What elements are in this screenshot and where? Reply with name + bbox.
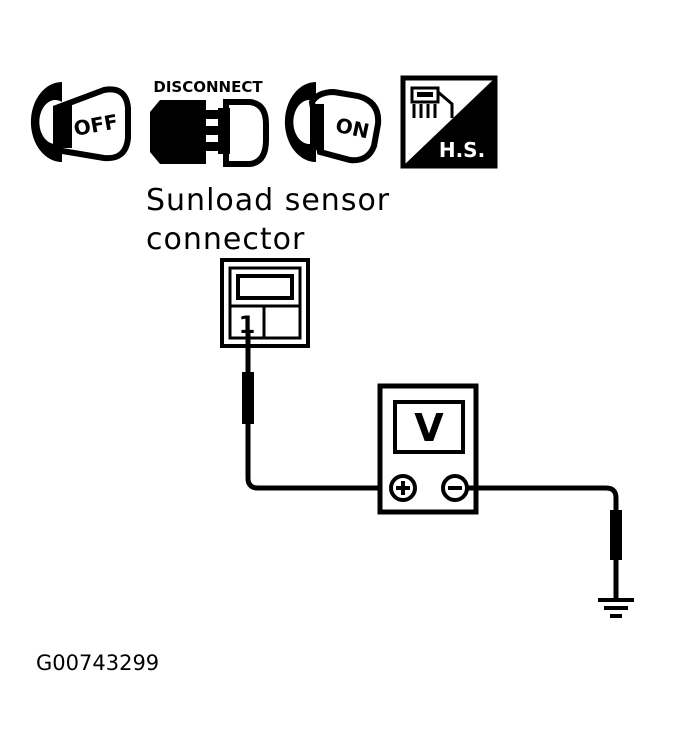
connector-caption-line1: Sunload sensor [146, 183, 390, 218]
positive-probe-lead [242, 330, 392, 491]
ignition-off-icon: OFF [30, 82, 131, 162]
negative-terminal-icon [441, 474, 469, 502]
harness-side-label: H.S. [439, 138, 485, 162]
sunload-sensor-connector: 1 [220, 258, 310, 348]
positive-terminal-icon [389, 474, 417, 502]
voltmeter: V [377, 383, 479, 515]
connector-caption-line2: connector [146, 222, 305, 257]
disconnect-connector-icon: DISCONNECT [150, 78, 269, 167]
voltmeter-unit-label: V [414, 406, 444, 450]
harness-connector-icon [410, 86, 454, 118]
ground-icon [598, 598, 634, 618]
terminal-1-label: 1 [239, 311, 256, 339]
disconnect-label: DISCONNECT [153, 78, 263, 96]
figure-id: G00743299 [36, 651, 159, 675]
ignition-on-icon: ON [284, 82, 382, 164]
harness-side-icon: H.S. [400, 75, 498, 169]
negative-probe-lead [467, 485, 622, 598]
